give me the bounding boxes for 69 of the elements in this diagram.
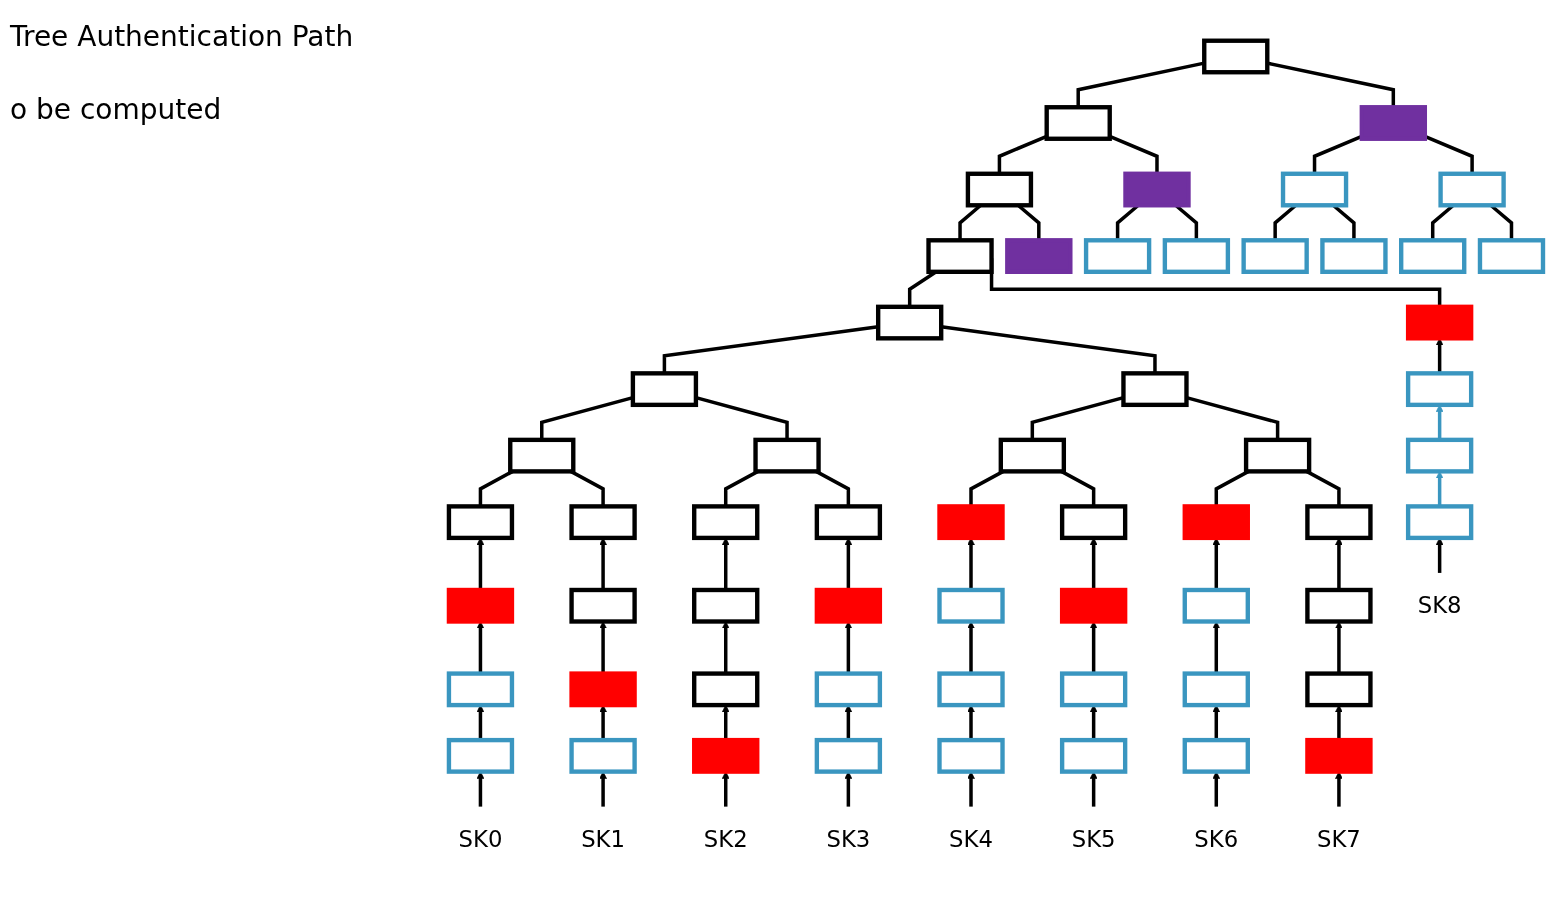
node-box	[1305, 671, 1373, 708]
node-box	[1405, 304, 1474, 341]
node-box	[1305, 504, 1373, 541]
node-box	[1182, 737, 1250, 774]
node-text: SK0	[458, 825, 503, 853]
node-box	[569, 737, 637, 774]
node-box	[1059, 671, 1128, 708]
node-box	[1044, 105, 1112, 141]
label-text: o be computed	[10, 93, 223, 126]
node-box	[753, 437, 821, 474]
node-box	[630, 371, 699, 408]
node-text: SK8	[1417, 592, 1462, 619]
node-box	[1359, 105, 1427, 141]
node-text: SK6	[1194, 825, 1239, 853]
node-box	[692, 587, 760, 624]
node-box	[1005, 238, 1073, 274]
node-box	[446, 504, 515, 541]
node-box	[1059, 587, 1128, 624]
node-box	[814, 671, 883, 708]
node-box	[965, 171, 1034, 208]
node-box	[1059, 504, 1128, 541]
node-box	[569, 504, 637, 541]
node-box	[569, 671, 637, 708]
node-box	[1305, 587, 1373, 624]
label-text: Tree Authentication Path	[10, 20, 355, 53]
node-text: SK3	[826, 825, 871, 853]
node-box	[1320, 238, 1388, 274]
node-box	[1477, 238, 1546, 274]
node-box	[446, 737, 515, 774]
node-box	[1305, 737, 1373, 774]
node-box	[569, 587, 637, 624]
node-box	[1438, 171, 1506, 208]
node-box	[1241, 238, 1309, 274]
node-box	[1280, 171, 1349, 208]
node-box	[937, 504, 1005, 541]
node-box	[692, 737, 760, 774]
node-box	[1182, 671, 1250, 708]
node-box	[937, 671, 1005, 708]
node-text: SK2	[703, 825, 748, 853]
node-box	[508, 437, 576, 474]
node-box	[1123, 171, 1191, 208]
node-box	[1182, 504, 1250, 541]
node-text: SK4	[949, 825, 993, 853]
node-box	[814, 504, 883, 541]
node-box	[1083, 238, 1152, 274]
node-box	[875, 304, 944, 341]
node-box	[1405, 371, 1474, 408]
node-box	[1243, 437, 1312, 474]
node-box	[814, 737, 883, 774]
node-box	[814, 587, 883, 624]
node-box	[998, 437, 1066, 474]
node-text: SK1	[581, 825, 626, 853]
node-box	[1121, 371, 1189, 408]
node-box	[1405, 504, 1474, 541]
node-box	[1059, 737, 1128, 774]
node-box	[926, 238, 994, 274]
node-box	[1162, 238, 1231, 274]
node-box	[446, 587, 515, 624]
node-box	[446, 671, 515, 708]
node-text: SK5	[1071, 825, 1116, 853]
node-box	[692, 671, 760, 708]
node-box	[1405, 437, 1474, 474]
node-box	[1399, 238, 1467, 274]
node-box	[937, 737, 1005, 774]
node-box	[692, 504, 760, 541]
node-text: SK7	[1316, 825, 1361, 853]
node-box	[1202, 38, 1270, 75]
node-box	[1182, 587, 1250, 624]
node-box	[937, 587, 1005, 624]
